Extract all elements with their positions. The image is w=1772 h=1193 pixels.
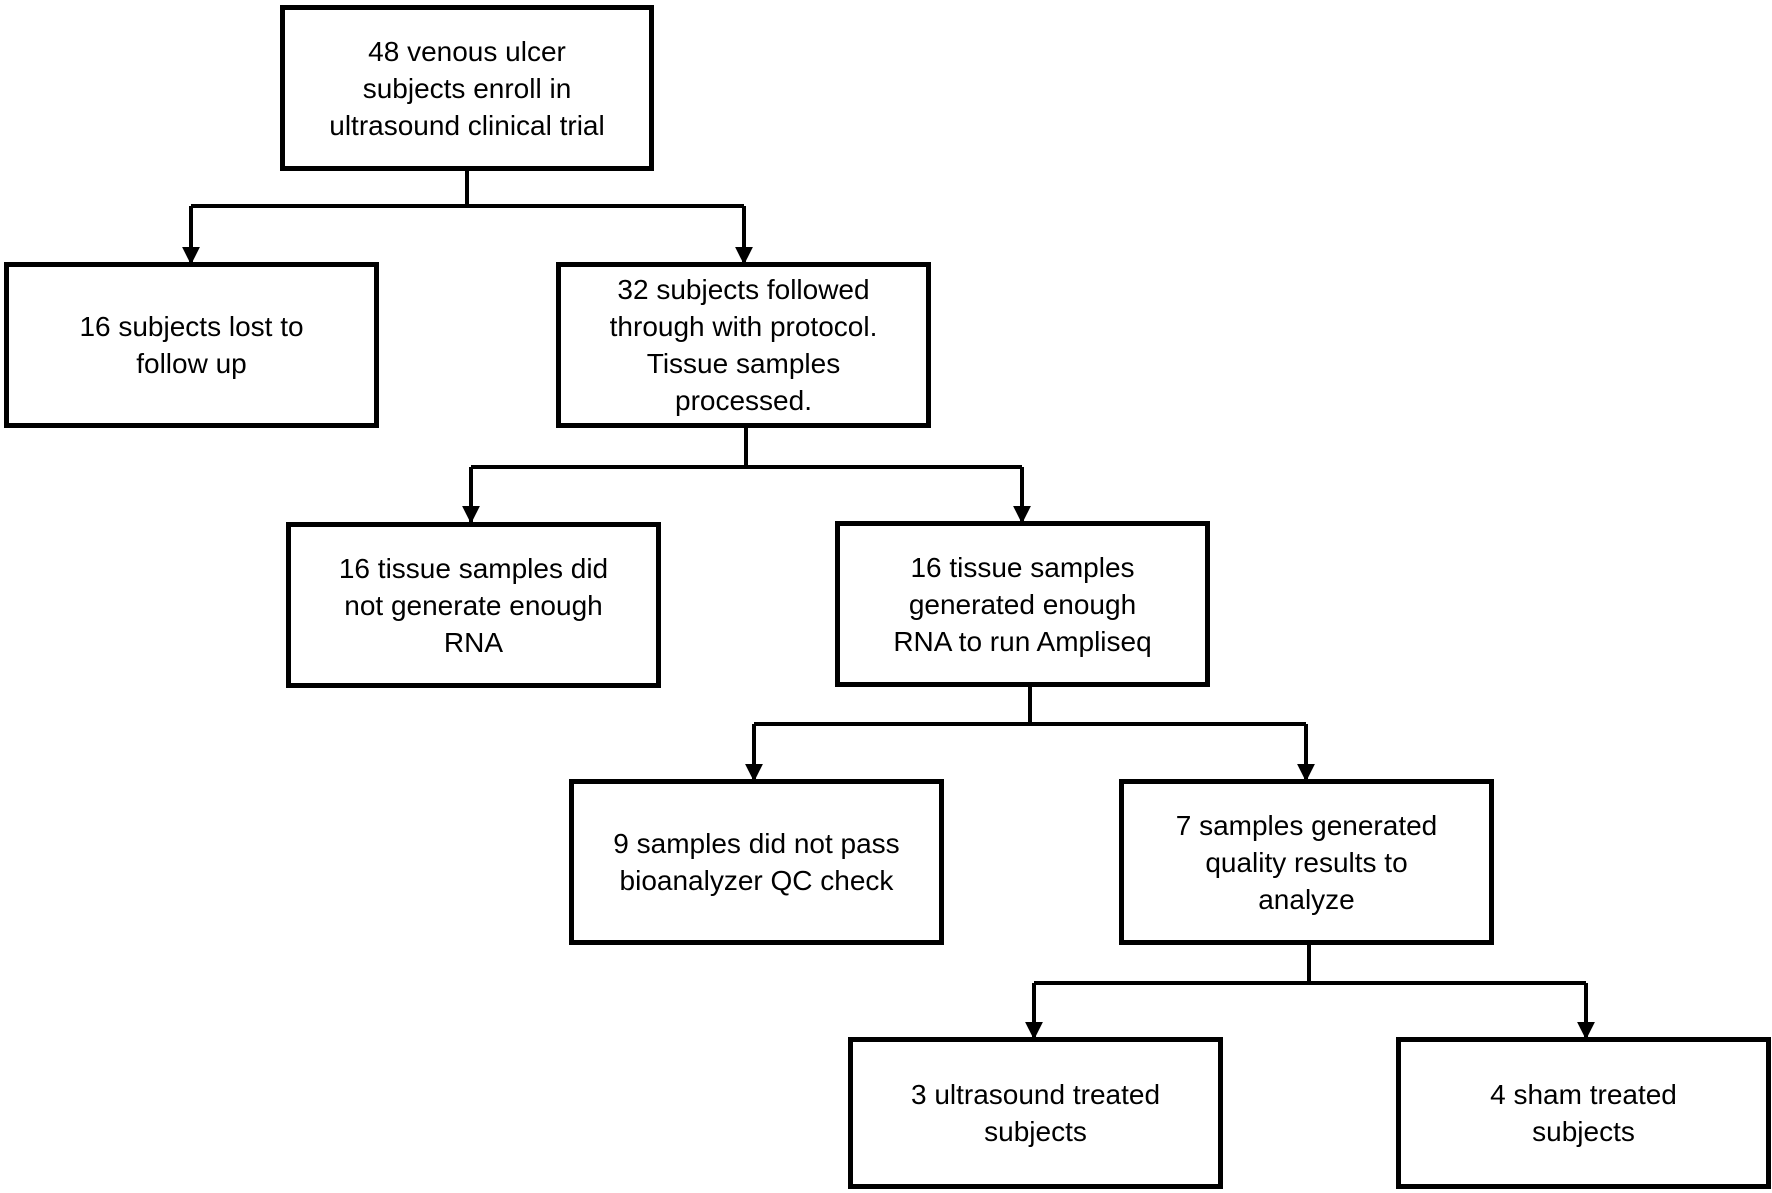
box-ultrasound-text: 3 ultrasound treated subjects <box>910 1079 1161 1147</box>
box-enrolled: 48 venous ulcer subjects enroll in ultra… <box>280 5 654 171</box>
box-followed-text: 32 subjects followed through with protoc… <box>609 274 878 416</box>
box-lost-text: 16 subjects lost to follow up <box>79 311 304 379</box>
box-sham-treated: 4 sham treated subjects <box>1396 1037 1771 1189</box>
box-failed-qc-text: 9 samples did not pass bioanalyzer QC ch… <box>613 828 900 896</box>
box-enrolled-text: 48 venous ulcer subjects enroll in ultra… <box>329 35 605 141</box>
box-followed-protocol: 32 subjects followed through with protoc… <box>556 262 931 428</box>
box-enough-rna: 16 tissue samples generated enough RNA t… <box>835 521 1210 687</box>
box-quality-text: 7 samples generated quality results to a… <box>1175 809 1438 915</box>
box-lost-to-follow-up: 16 subjects lost to follow up <box>4 262 379 428</box>
box-ultrasound-treated: 3 ultrasound treated subjects <box>848 1037 1223 1189</box>
box-not-enough-rna-text: 16 tissue samples did not generate enoug… <box>338 552 609 658</box>
box-enough-rna-text: 16 tissue samples generated enough RNA t… <box>893 551 1152 657</box>
box-not-enough-rna: 16 tissue samples did not generate enoug… <box>286 522 661 688</box>
box-quality-results: 7 samples generated quality results to a… <box>1119 779 1494 945</box>
box-failed-qc: 9 samples did not pass bioanalyzer QC ch… <box>569 779 944 945</box>
box-sham-text: 4 sham treated subjects <box>1490 1079 1677 1147</box>
